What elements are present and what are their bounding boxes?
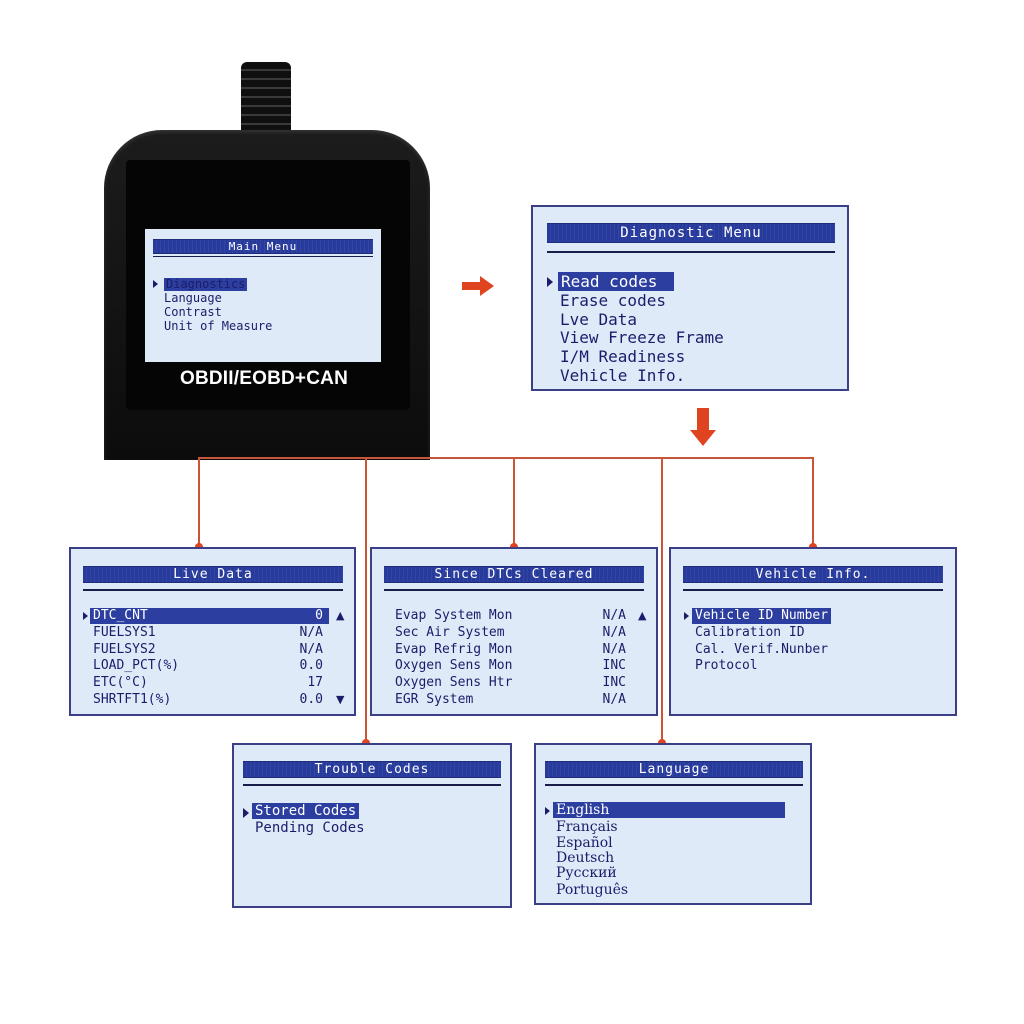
monitor-value-evap-system: N/A [602,608,626,623]
connector-since-dtcs [513,457,515,548]
vehicle-info-title: Vehicle Info. [683,566,943,583]
menu-item-vehicle-info[interactable]: Vehicle Info. [560,366,686,385]
vehicle-info-item-protocol[interactable]: Protocol [695,658,758,673]
live-data-value-dtc-cnt: 0 [315,608,323,623]
live-data-value-shrtft1: 0.0 [299,692,323,707]
main-menu-item-diagnostics[interactable]: Diagnostics [164,277,248,291]
selection-caret-icon [243,808,249,818]
connector-live-data [198,457,200,548]
live-data-value-load-pct: 0.0 [299,658,323,673]
monitor-value-oxygen-htr: INC [602,675,626,690]
vehicle-info-item-vin[interactable]: Vehicle ID Number [692,608,832,624]
monitor-value-oxygen-sens: INC [602,658,626,673]
language-item-francais[interactable]: Français [556,819,618,835]
language-title: Language [545,761,803,778]
connector-language [661,457,663,744]
arrow-right-icon [462,276,494,296]
language-item-portugues[interactable]: Português [556,882,629,898]
live-data-row-selected[interactable] [90,608,329,624]
monitor-value-egr: N/A [602,692,626,707]
live-data-value-etc: 17 [307,675,323,690]
vehicle-info-panel: Vehicle Info. Vehicle ID Number Calibrat… [669,547,957,716]
scroll-up-icon[interactable]: ▲ [638,609,647,622]
menu-item-im-readiness[interactable]: I/M Readiness [560,347,686,366]
monitor-name-evap-system: Evap System Mon [395,608,513,623]
selection-caret-icon [684,612,689,620]
monitor-value-sec-air: N/A [602,625,626,640]
main-menu-item-contrast[interactable]: Contrast [164,305,222,319]
live-data-name-shrtft1: SHRTFT1(%) [93,692,172,707]
monitor-name-egr: EGR System [395,692,474,707]
selection-caret-icon [153,280,158,288]
language-item-espanol[interactable]: Español [556,835,613,851]
connector-trouble-codes [365,457,367,744]
selection-caret-icon [83,612,88,620]
live-data-value-fuelsys2: N/A [299,642,323,657]
selection-caret-icon [545,807,550,815]
vehicle-info-item-cal-verif[interactable]: Cal. Verif.Nunber [695,642,829,657]
device-main-menu-screen: Main Menu Diagnostics Language Contrast … [145,229,381,362]
monitor-name-evap-refrig: Evap Refrig Mon [395,642,513,657]
language-item-deutsch[interactable]: Deutsch [556,850,615,866]
monitor-value-evap-refrig: N/A [602,642,626,657]
live-data-value-fuelsys1: N/A [299,625,323,640]
connector-horizontal [198,457,814,459]
live-data-title: Live Data [83,566,343,583]
scroll-down-icon[interactable]: ▼ [336,693,345,706]
main-menu-title: Main Menu [153,239,373,254]
live-data-panel: Live Data DTC_CNT 0 FUELSYS1 N/A FUELSYS… [69,547,356,716]
trouble-codes-title: Trouble Codes [243,761,501,778]
selection-caret-icon [547,277,553,287]
arrow-down-icon [690,408,716,446]
vehicle-info-rule [683,589,943,591]
live-data-name-fuelsys1: FUELSYS1 [93,625,156,640]
menu-item-view-freeze-frame[interactable]: View Freeze Frame [560,328,724,347]
device-cable [241,62,291,142]
since-dtcs-cleared-title: Since DTCs Cleared [384,566,644,583]
monitor-name-sec-air: Sec Air System [395,625,505,640]
monitor-name-oxygen-htr: Oxygen Sens Htr [395,675,513,690]
trouble-codes-rule [243,784,501,786]
vehicle-info-item-calibration-id[interactable]: Calibration ID [695,625,805,640]
diagnostic-menu-title: Diagnostic Menu [547,223,835,243]
since-dtcs-cleared-rule [384,589,644,591]
connector-vehicle-info [812,457,814,548]
live-data-name-etc: ETC(°C) [93,675,148,690]
menu-item-erase-codes[interactable]: Erase codes [560,291,666,310]
live-data-name-load-pct: LOAD_PCT(%) [93,658,180,673]
trouble-codes-item-stored[interactable]: Stored Codes [252,803,360,819]
language-panel: Language English Français Español Deutsc… [534,743,812,905]
main-menu-item-unit-of-measure[interactable]: Unit of Measure [164,319,273,333]
scroll-up-icon[interactable]: ▲ [336,609,345,622]
language-item-english[interactable]: English [553,802,785,818]
since-dtcs-cleared-panel: Since DTCs Cleared Evap System Mon N/A S… [370,547,658,716]
live-data-name-fuelsys2: FUELSYS2 [93,642,156,657]
main-menu-item-language[interactable]: Language [164,291,222,305]
trouble-codes-panel: Trouble Codes Stored Codes Pending Codes [232,743,512,908]
trouble-codes-item-pending[interactable]: Pending Codes [255,820,365,836]
diagnostic-menu-panel: Diagnostic Menu Read codes Erase codes L… [531,205,849,391]
menu-item-read-codes[interactable]: Read codes [558,272,674,291]
device-brand-label: OBDII/EOBD+CAN [179,368,348,389]
diagnostic-menu-rule [547,251,835,253]
main-menu-rule [153,256,373,257]
monitor-name-oxygen-sens: Oxygen Sens Mon [395,658,513,673]
language-item-russian[interactable]: Русский [556,865,617,881]
language-rule [545,784,803,786]
live-data-name-dtc-cnt: DTC_CNT [93,608,148,623]
live-data-rule [83,589,343,591]
menu-item-live-data[interactable]: Lve Data [560,310,638,329]
